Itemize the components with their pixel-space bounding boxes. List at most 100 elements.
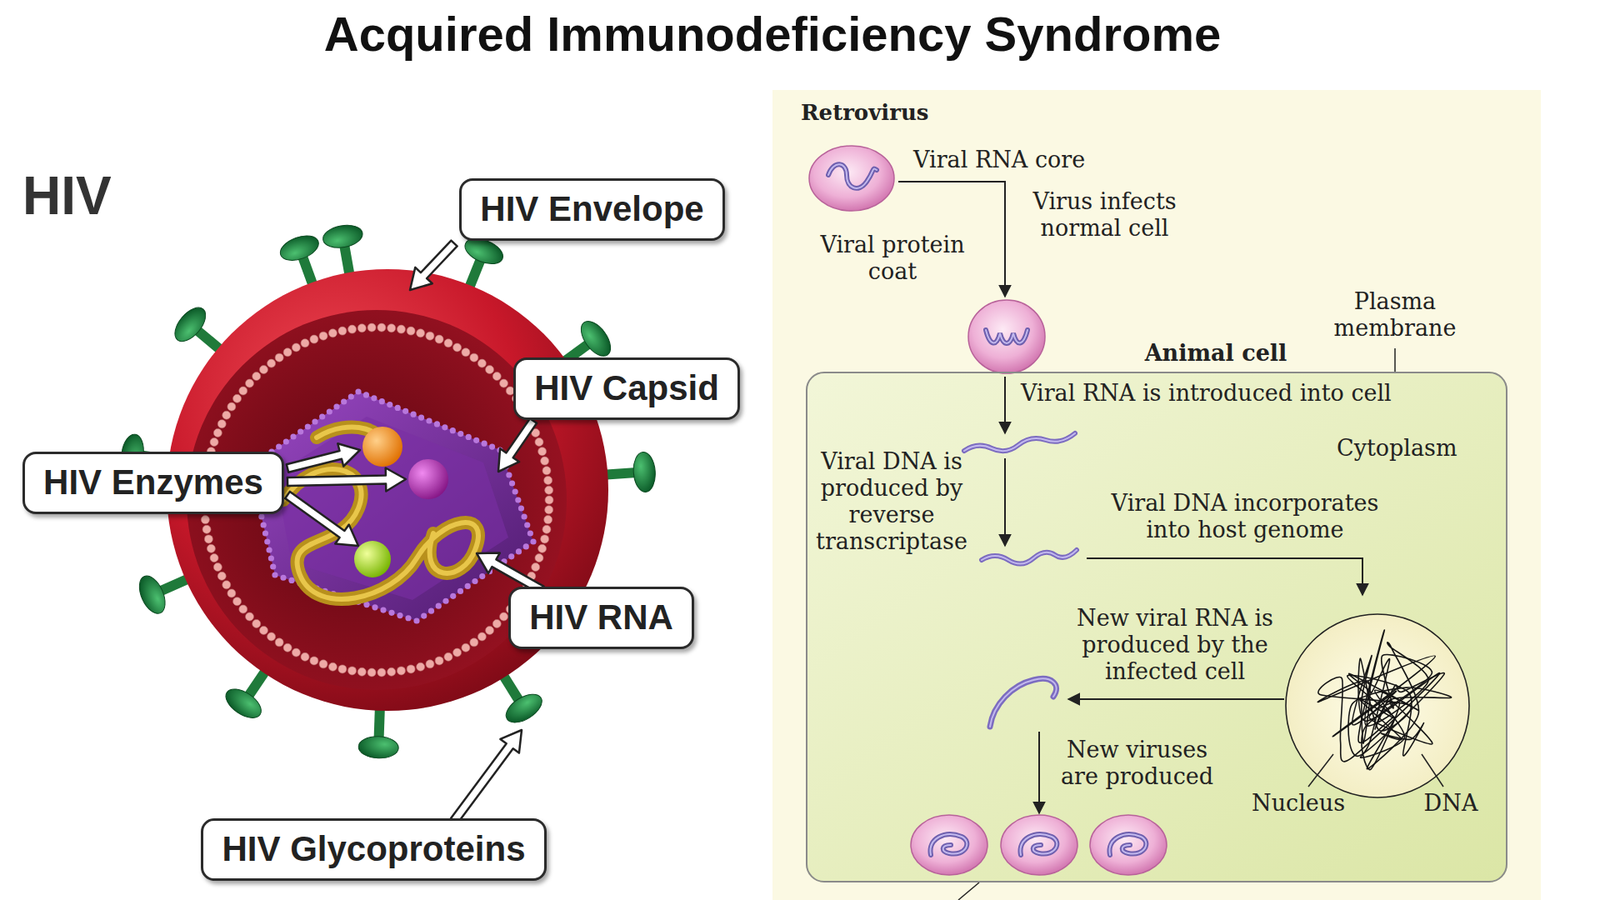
matrix-bead xyxy=(275,638,284,647)
matrix-bead xyxy=(206,544,215,553)
matrix-bead xyxy=(387,667,396,676)
capsid-dot xyxy=(388,610,395,616)
capsid-dot xyxy=(523,543,530,550)
capsid-dot xyxy=(379,398,385,405)
virus-particle xyxy=(809,145,895,211)
step-label: Plasma membrane xyxy=(1315,288,1475,342)
matrix-bead xyxy=(233,597,242,606)
exit-line xyxy=(958,882,980,900)
matrix-bead xyxy=(535,554,544,563)
leader-line xyxy=(1421,754,1444,787)
viral-rna-core-highlight xyxy=(1110,834,1147,855)
matrix-bead xyxy=(544,475,553,485)
capsid-dot xyxy=(275,443,282,450)
capsid-dot xyxy=(509,480,515,486)
matrix-bead xyxy=(245,612,254,621)
capsid-dot xyxy=(457,430,464,437)
matrix-bead xyxy=(217,571,226,580)
matrix-bead xyxy=(328,329,337,338)
matrix-bead xyxy=(444,652,453,661)
viral-dna-highlight xyxy=(981,550,1077,565)
matrix-bead xyxy=(492,619,501,628)
viral-rna-core-highlight xyxy=(985,330,1028,344)
matrix-bead xyxy=(531,563,540,572)
matrix-bead xyxy=(357,324,366,333)
flow-arrow xyxy=(1068,698,1285,700)
matrix-bead xyxy=(275,353,284,362)
panel-ground xyxy=(772,90,1541,900)
matrix-bead xyxy=(200,515,210,525)
rna-highlight xyxy=(283,469,479,600)
matrix-bead xyxy=(348,666,357,675)
step-label: New viral RNA is produced by the infecte… xyxy=(1065,605,1286,685)
chromatin-loop xyxy=(1358,630,1429,770)
capsid-dot xyxy=(297,428,304,435)
matrix-bead xyxy=(535,437,544,446)
matrix-bead xyxy=(367,323,376,332)
matrix-bead xyxy=(300,652,310,661)
matrix-bead xyxy=(319,660,328,669)
matrix-bead xyxy=(245,379,254,388)
capsid-dot xyxy=(395,405,401,411)
matrix-bead xyxy=(542,525,551,534)
spike-knob xyxy=(575,315,616,361)
capsid-dot xyxy=(434,420,440,427)
matrix-bead xyxy=(545,505,554,515)
callout-label: HIV Glycoproteins xyxy=(221,829,525,870)
protein-coat xyxy=(1000,815,1078,875)
matrix-bead xyxy=(367,668,376,677)
matrix-bead xyxy=(435,656,444,665)
capsid-dot xyxy=(442,598,449,605)
viral-rna-core xyxy=(1020,834,1058,855)
viral-rna-core xyxy=(1110,834,1147,855)
callout-label: HIV RNA xyxy=(529,597,674,638)
callout-label: HIV Envelope xyxy=(480,189,704,230)
matrix-bead xyxy=(406,326,415,335)
protein-coat xyxy=(968,300,1045,374)
step-label: Viral DNA is produced by reverse transcr… xyxy=(812,448,971,555)
virus-particle xyxy=(968,300,1045,374)
matrix-bead xyxy=(435,335,444,344)
chromatin-loop xyxy=(1317,655,1435,745)
spike-knob xyxy=(320,222,365,251)
viral-dna xyxy=(981,550,1077,565)
matrix-bead xyxy=(377,323,386,332)
capsid-shape xyxy=(250,391,534,621)
nucleus-circle xyxy=(1285,614,1470,798)
capsid-dot xyxy=(386,401,393,408)
callout-label: HIV Enzymes xyxy=(43,462,264,503)
capsid-dot xyxy=(258,513,265,520)
virus-particle xyxy=(1090,815,1167,875)
matrix-bead xyxy=(310,656,319,665)
matrix-bead xyxy=(328,662,337,671)
matrix-bead xyxy=(544,515,553,525)
flow-arrow xyxy=(1004,458,1006,546)
step-label: New viruses are produced xyxy=(1051,736,1223,790)
matrix-bead xyxy=(222,580,231,590)
capsid-dot xyxy=(520,513,527,520)
callout-box: HIV Enzymes xyxy=(22,451,285,515)
capsid-dot xyxy=(402,408,409,415)
spike-knob xyxy=(134,571,170,617)
capsid-dot xyxy=(326,408,333,415)
matrix-bead xyxy=(538,544,547,553)
dna-chromatin xyxy=(1317,630,1451,770)
matrix-bead xyxy=(542,466,551,475)
capsid-dot xyxy=(425,417,432,424)
matrix-bead xyxy=(416,329,425,338)
matrix-bead xyxy=(470,638,479,647)
protein-coat xyxy=(809,145,895,211)
capsid-dot xyxy=(264,538,270,545)
capsid-dot xyxy=(283,438,290,445)
cell-ground xyxy=(805,371,1508,883)
callout-box: HIV Capsid xyxy=(513,357,740,420)
matrix-bead xyxy=(217,420,226,429)
matrix-bead xyxy=(406,665,415,674)
capsid-dot xyxy=(290,433,296,440)
capsid-dot xyxy=(396,612,403,619)
capsid-dot xyxy=(471,578,478,585)
pointer-arrow xyxy=(450,730,522,824)
matrix-bead xyxy=(492,372,501,381)
matrix-bead xyxy=(461,348,470,357)
